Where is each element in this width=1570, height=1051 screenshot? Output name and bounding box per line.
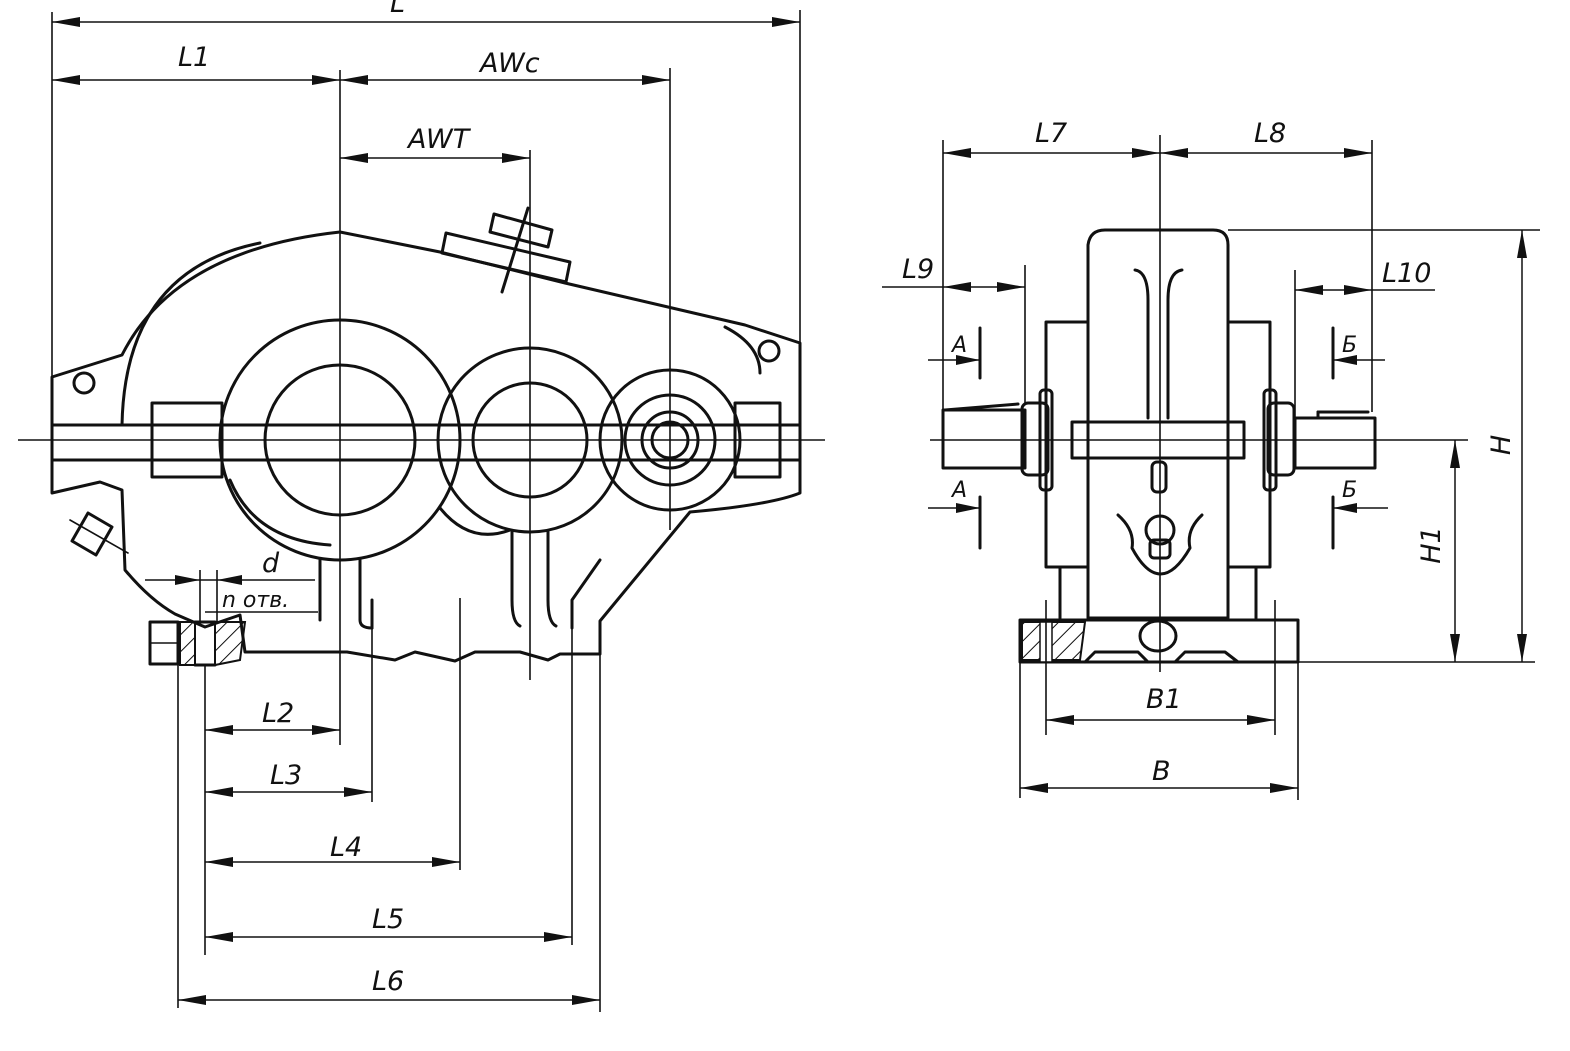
label-L3: L3: [270, 760, 302, 791]
label-B-bottom: Б: [1342, 478, 1357, 503]
label-L8: L8: [1254, 118, 1286, 149]
label-L: L: [390, 0, 405, 19]
label-B: B: [1152, 756, 1171, 787]
label-L2: L2: [262, 698, 294, 729]
label-A-top: A: [950, 333, 967, 358]
label-L1: L1: [178, 42, 210, 73]
foot-bolt: [148, 620, 247, 667]
front-labels: L L1 AWc AWT d n отв. L2 L3 L4 L5 L6: [178, 0, 540, 997]
side-housing: [941, 228, 1377, 664]
drain-plug: [69, 511, 129, 557]
inspection-cover: [440, 206, 572, 294]
label-B-top: Б: [1342, 333, 1357, 358]
label-L6: L6: [372, 966, 404, 997]
side-labels: L7 L8 L9 L10 A A Б Б H H1 B1 B: [902, 118, 1517, 787]
label-H1: H1: [1416, 526, 1447, 563]
side-dimension-lines: [882, 148, 1527, 793]
label-L5: L5: [372, 904, 404, 935]
label-A-bottom: A: [950, 478, 967, 503]
label-AWc: AWc: [478, 48, 540, 79]
label-L10: L10: [1382, 258, 1431, 289]
label-AWT: AWT: [406, 124, 472, 155]
side-centerlines: [930, 135, 1468, 672]
front-view: L L1 AWc AWT d n отв. L2 L3 L4 L5 L6: [18, 0, 825, 1012]
label-L7: L7: [1035, 118, 1067, 149]
label-B1: B1: [1146, 684, 1182, 715]
label-H: H: [1486, 435, 1517, 455]
side-view: L7 L8 L9 L10 A A Б Б H H1 B1 B: [882, 118, 1540, 800]
label-L4: L4: [330, 832, 362, 863]
front-extension-lines: [51, 10, 801, 1012]
label-L9: L9: [902, 254, 934, 285]
front-centerlines: [18, 68, 825, 745]
label-d: d: [262, 548, 280, 579]
side-extension-lines: [942, 140, 1540, 800]
front-dimension-lines: [52, 17, 800, 1005]
label-n-otv: n отв.: [222, 588, 289, 613]
